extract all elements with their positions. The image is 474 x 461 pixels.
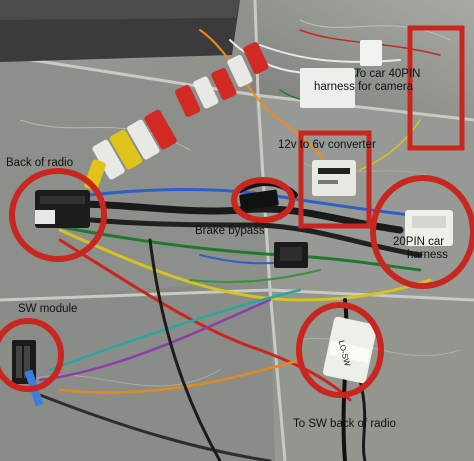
label-car-20pin-line1: 20PIN car bbox=[393, 236, 445, 248]
label-car-20pin-line2: harness bbox=[407, 249, 448, 262]
box-40pin-camera bbox=[407, 25, 465, 151]
label-back-of-radio: Back of radio bbox=[6, 157, 74, 169]
label-brake-bypass: Brake bypass bbox=[195, 225, 265, 237]
floor-mat bbox=[0, 0, 240, 62]
label-car-20pin: 20PIN car harness bbox=[393, 236, 448, 262]
annotations bbox=[0, 25, 474, 398]
label-car-40pin: To car 40PIN harness for camera bbox=[314, 68, 421, 94]
label-sw-module: SW module bbox=[18, 303, 78, 315]
label-car-40pin-line2: harness for camera bbox=[314, 81, 414, 94]
connectors: LO-SW bbox=[12, 40, 453, 407]
ring-20pin-harness bbox=[370, 175, 474, 289]
ring-sw-module bbox=[0, 318, 64, 392]
label-to-sw: To SW back of radio bbox=[293, 418, 396, 430]
ring-brake-bypass bbox=[231, 177, 295, 223]
label-converter: 12v to 6v converter bbox=[278, 139, 376, 151]
label-car-40pin-line1: To car 40PIN bbox=[354, 68, 421, 80]
ring-to-sw-back bbox=[296, 302, 384, 398]
rca-plugs bbox=[84, 42, 269, 191]
box-converter bbox=[298, 130, 372, 229]
ring-back-of-radio bbox=[9, 168, 107, 262]
